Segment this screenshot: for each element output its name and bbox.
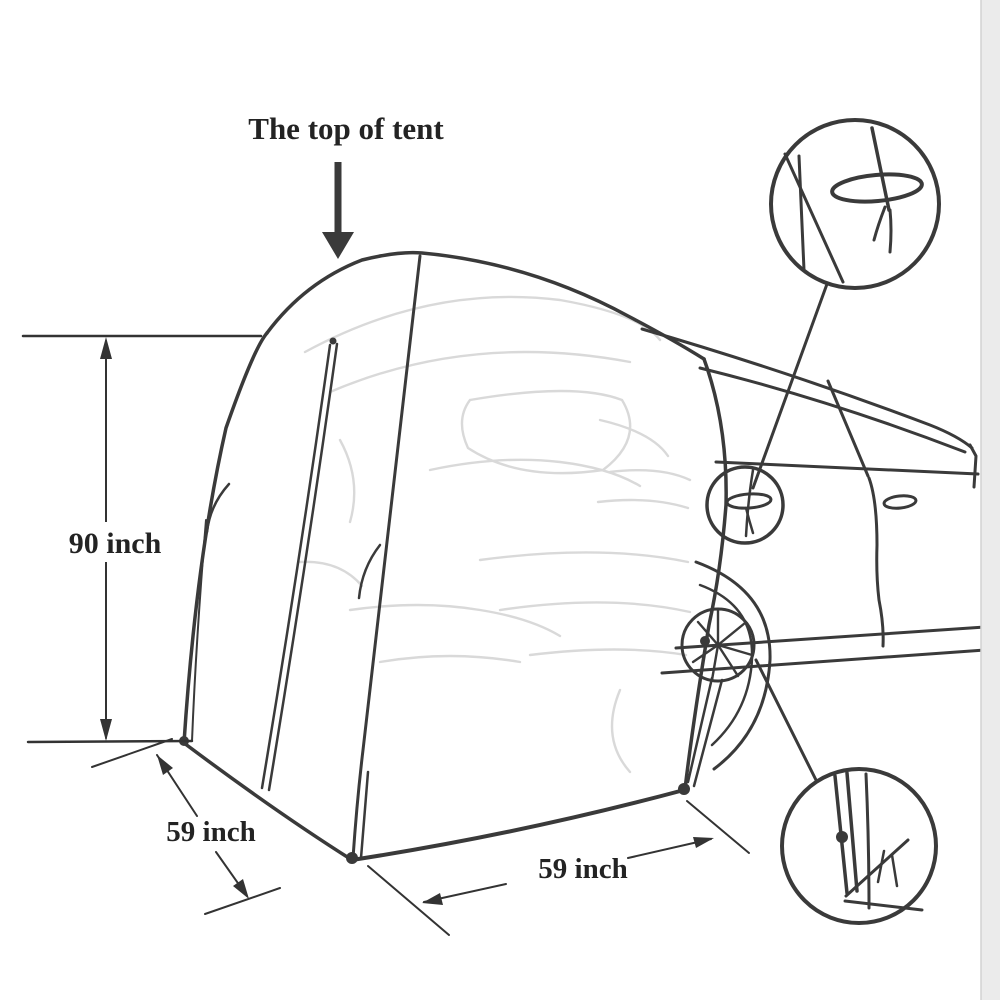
tent-tie-loop-left bbox=[205, 482, 231, 534]
tent-top-edge bbox=[265, 250, 706, 361]
detail-pole-diagonal bbox=[783, 152, 845, 284]
depth-arrow-2 bbox=[233, 879, 249, 899]
tent-zipper-line-1 bbox=[260, 343, 332, 790]
toggle-ellipse bbox=[725, 492, 773, 510]
detail-pole-vertical bbox=[797, 154, 806, 272]
toggle-tail bbox=[744, 506, 755, 535]
height-label-mask bbox=[56, 522, 174, 562]
width-label: 59 inch bbox=[538, 853, 627, 885]
car-door-edge bbox=[867, 476, 885, 648]
car-rocker-line-2 bbox=[660, 648, 987, 675]
height-arrow-up bbox=[100, 337, 112, 359]
leader-line-top bbox=[751, 282, 829, 490]
stake-dot-right bbox=[678, 783, 690, 795]
tent-front-seam-double bbox=[359, 770, 370, 860]
stake-dot-front bbox=[346, 852, 358, 864]
detail-strap-3 bbox=[864, 772, 871, 910]
detail-strap-2 bbox=[845, 771, 859, 893]
tent-left-edge bbox=[182, 331, 269, 745]
right-gray-strip bbox=[980, 0, 1000, 1000]
wheel-tiedown-detail-bottom bbox=[780, 767, 938, 925]
top-of-tent-annotation: The top of tent bbox=[248, 111, 444, 259]
car-rocker-line-1 bbox=[674, 625, 987, 650]
width-arrow-right bbox=[693, 837, 714, 848]
detail-knot-dot bbox=[836, 831, 848, 843]
width-witness-line-right bbox=[686, 800, 750, 854]
detail-toggle-loop bbox=[830, 172, 924, 204]
tent-bottom-front-edge bbox=[350, 788, 686, 862]
car-beltline bbox=[714, 460, 980, 476]
car-through-tent-lines bbox=[298, 295, 692, 774]
zipper-pull bbox=[329, 337, 337, 345]
height-label: 90 inch bbox=[69, 527, 162, 560]
car-b-pillar bbox=[826, 379, 870, 478]
callout-circle-top bbox=[769, 118, 941, 290]
detail-guy-line bbox=[844, 838, 910, 898]
detail-fringe-1 bbox=[876, 849, 886, 884]
tent-left-inner-line bbox=[191, 519, 207, 742]
tent-outline bbox=[179, 250, 728, 864]
car-window-topline bbox=[698, 366, 967, 454]
callout-circle-bottom bbox=[780, 767, 938, 925]
toggle-strap-line bbox=[744, 468, 755, 538]
depth-witness-line-2 bbox=[204, 887, 281, 915]
top-of-tent-arrow-shaft bbox=[334, 162, 342, 236]
car-door-handle bbox=[882, 494, 918, 510]
width-dimension: 59 inch bbox=[367, 800, 750, 936]
detail-toggle-cross bbox=[870, 126, 891, 212]
height-dimension: 90 inch bbox=[21, 334, 263, 744]
tiedown-strap-1 bbox=[686, 676, 714, 784]
detail-tie-tail-1 bbox=[872, 205, 887, 242]
car-outline bbox=[640, 327, 987, 771]
depth-arrow-1 bbox=[157, 755, 173, 775]
width-arrow-left bbox=[422, 893, 443, 905]
tent-tie-loop-mid bbox=[357, 543, 382, 600]
wheel-arch-outer bbox=[694, 560, 772, 771]
leader-line-bottom bbox=[754, 658, 818, 782]
car-apillar-cut bbox=[968, 443, 978, 489]
depth-dimension: 59 inch bbox=[91, 738, 281, 915]
width-witness-line-left bbox=[367, 865, 450, 936]
detail-tie-tail-2 bbox=[888, 208, 893, 254]
car-roofline bbox=[640, 327, 974, 450]
strap-toggle-small-marker bbox=[705, 465, 785, 545]
depth-label: 59 inch bbox=[166, 816, 255, 848]
tent-front-seam bbox=[351, 254, 422, 860]
depth-witness-line-1 bbox=[91, 738, 173, 768]
height-arrow-down bbox=[100, 719, 112, 741]
tent-zipper-line-2 bbox=[267, 342, 339, 792]
top-of-tent-arrow-head bbox=[322, 232, 354, 259]
detail-ground-line bbox=[843, 899, 924, 912]
top-of-tent-label: The top of tent bbox=[248, 111, 444, 146]
tent-right-edge bbox=[683, 357, 728, 791]
detail-fringe-2 bbox=[890, 853, 899, 888]
tent-bottom-left-edge bbox=[182, 741, 354, 862]
tiedown-strap-2 bbox=[692, 678, 724, 788]
strap-toggle-detail-top bbox=[769, 118, 941, 290]
toggle-marker-circle bbox=[705, 465, 785, 545]
